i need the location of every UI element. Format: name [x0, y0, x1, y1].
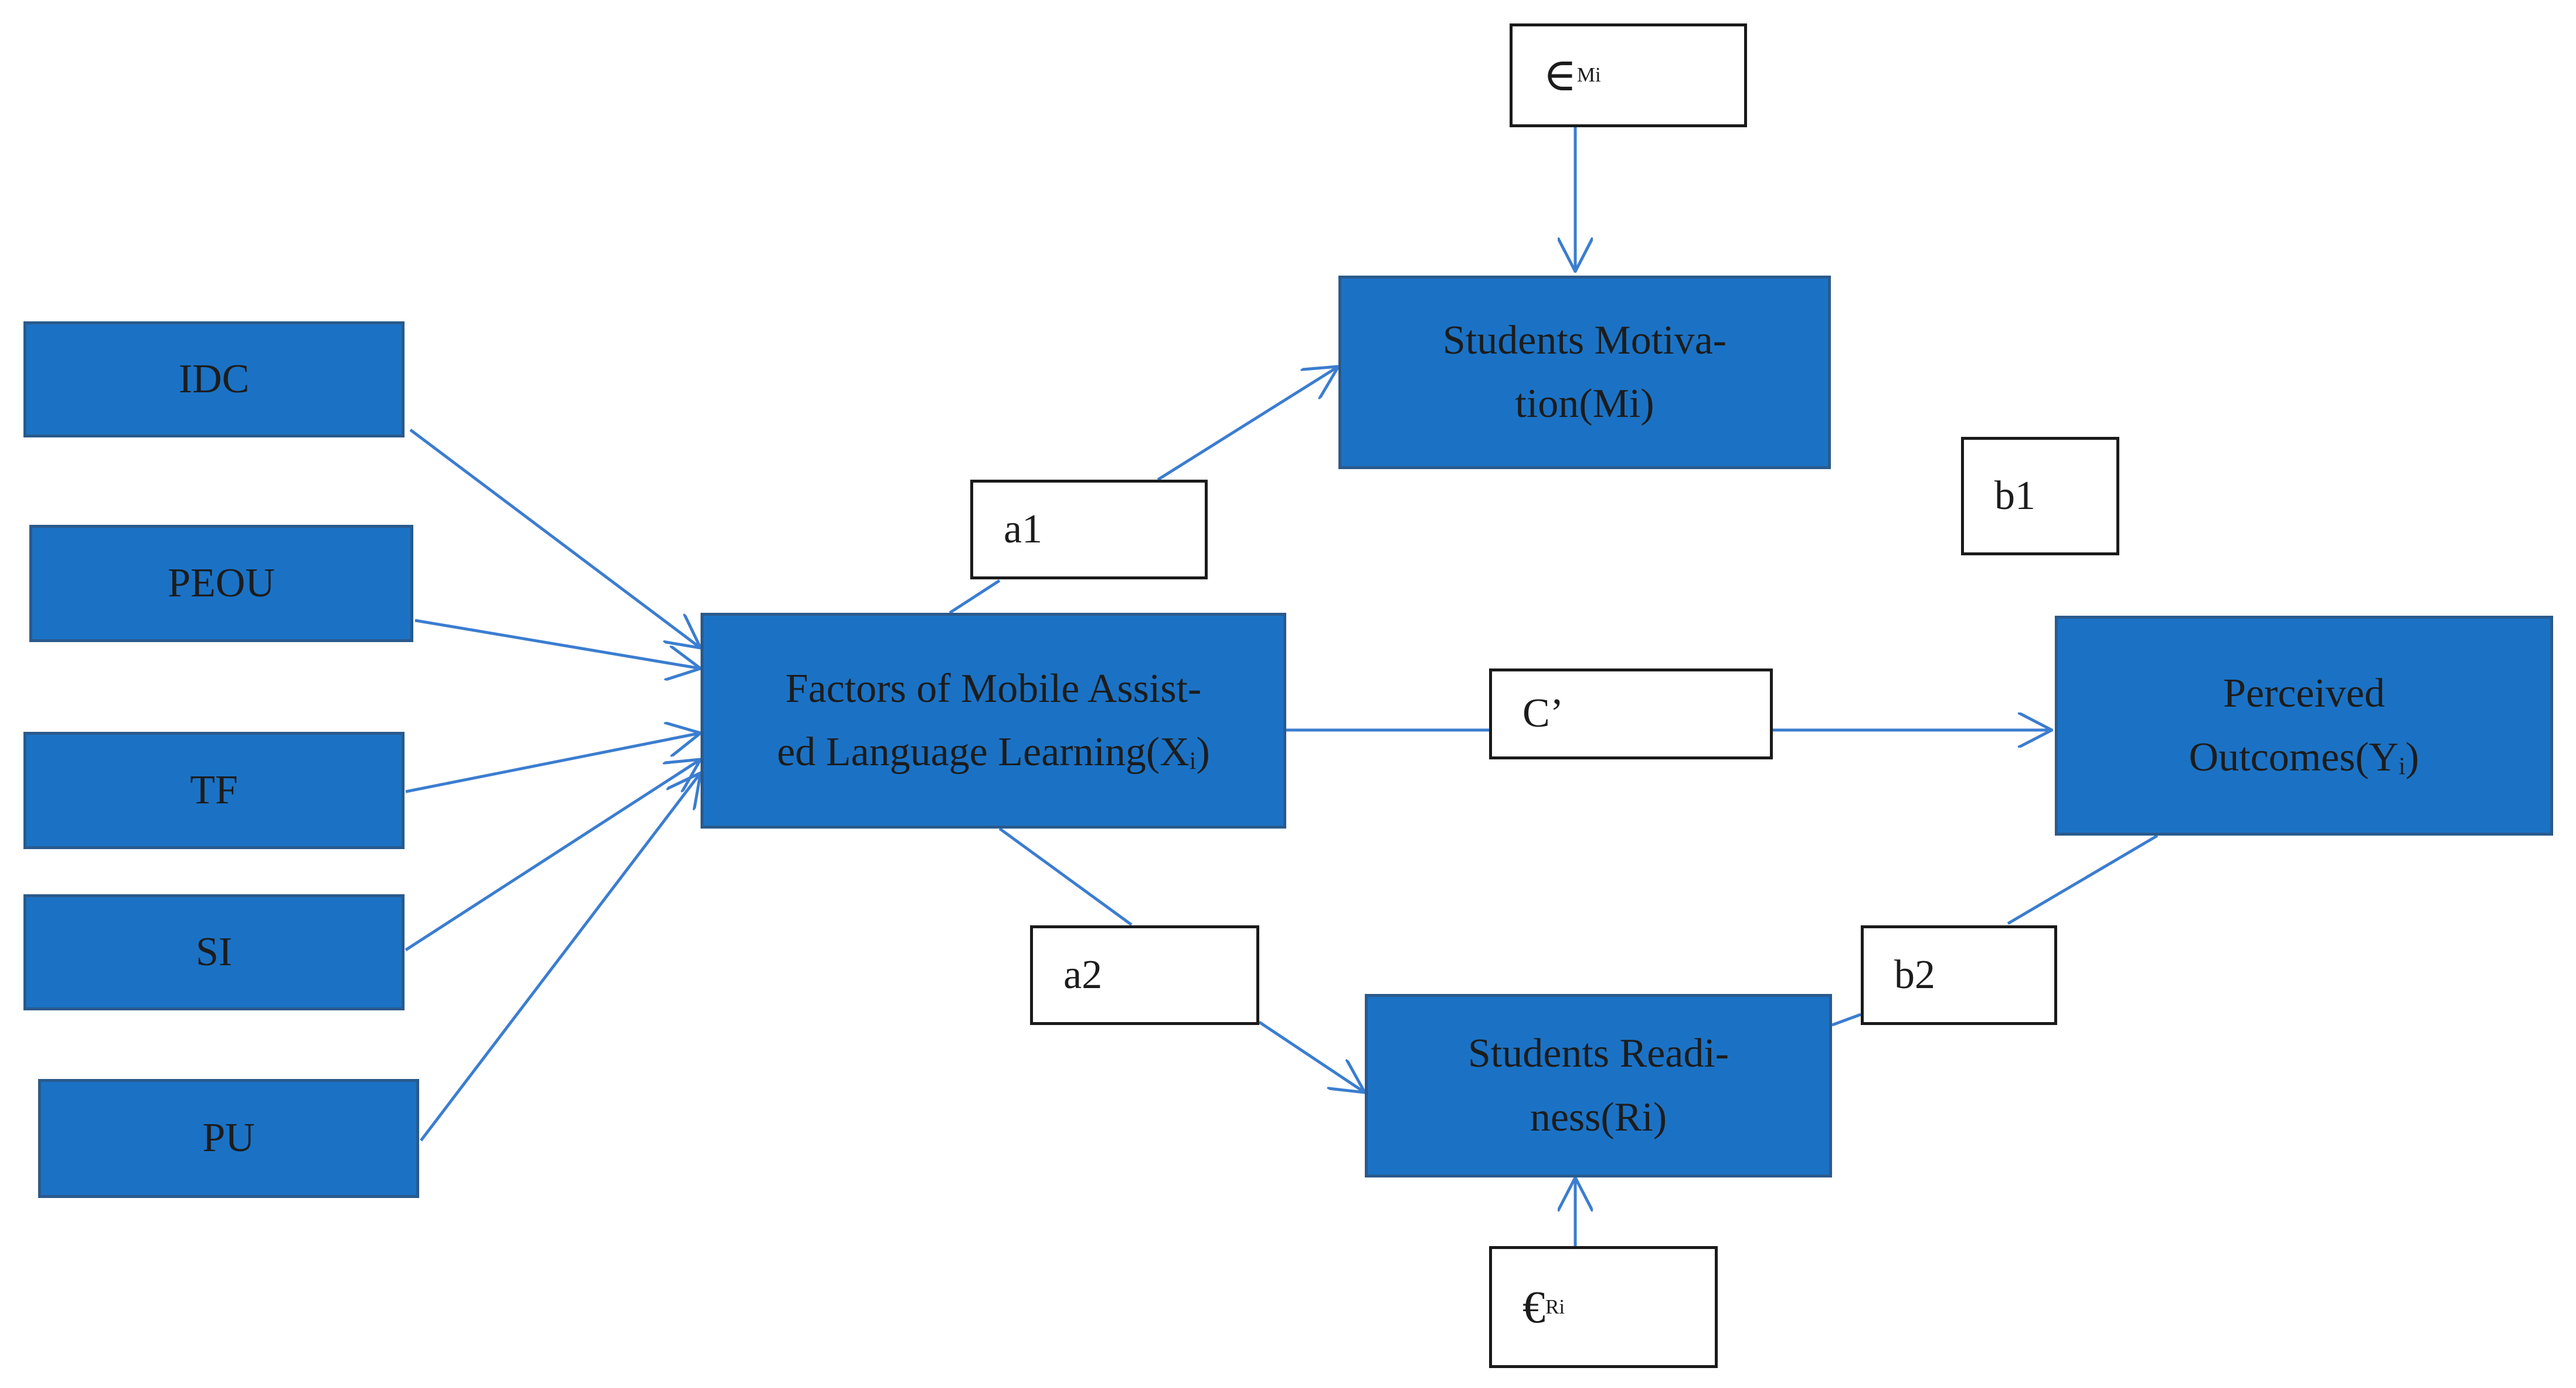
students-motivation-line1: Students Motiva-: [1442, 317, 1727, 363]
line-x-to-a2: [998, 827, 1133, 927]
line-r-to-b2: [1831, 1013, 1861, 1027]
error-term-readiness: €Ri: [1489, 1246, 1718, 1368]
perceived-outcomes-line2: Outcomes(Yi): [2188, 734, 2419, 780]
arrow-pu-to-x: [420, 773, 701, 1142]
path-b2-label: b2: [1861, 925, 2057, 1025]
students-readiness-line2: ness(Ri): [1530, 1094, 1667, 1140]
arrow-a1-to-m: [1157, 366, 1338, 481]
factor-peou-label: PEOU: [168, 560, 275, 606]
factor-tf-label: TF: [190, 767, 238, 813]
path-b1-label: b1: [1961, 437, 2119, 555]
students-motivation-box: Students Motiva- tion(Mi): [1338, 276, 1831, 469]
factor-idc-box: IDC: [23, 321, 405, 437]
factor-pu-label: PU: [202, 1115, 255, 1161]
factors-malL-box: Factors of Mobile Assist- ed Language Le…: [701, 613, 1286, 829]
arrow-tf-to-x: [405, 733, 701, 793]
factor-pu-box: PU: [38, 1079, 419, 1198]
factors-malL-line1: Factors of Mobile Assist-: [785, 666, 1202, 711]
arrow-a2-to-r: [1258, 1020, 1365, 1092]
factor-tf-box: TF: [23, 732, 405, 849]
error-term-motivation: ∈Mi: [1510, 23, 1747, 127]
factor-si-box: SI: [23, 894, 405, 1010]
students-readiness-line1: Students Readi-: [1467, 1031, 1729, 1076]
arrow-peou-to-x: [414, 619, 701, 668]
students-readiness-box: Students Readi- ness(Ri): [1365, 994, 1832, 1177]
factor-idc-label: IDC: [178, 356, 250, 402]
line-x-to-a1: [949, 579, 1001, 615]
path-a2-label: a2: [1030, 925, 1259, 1025]
students-motivation-line2: tion(Mi): [1515, 381, 1654, 426]
arrow-idc-to-x: [409, 429, 701, 648]
path-c-prime-label: C’: [1489, 668, 1773, 759]
arrow-si-to-x: [405, 759, 701, 952]
perceived-outcomes-box: Perceived Outcomes(Yi): [2055, 616, 2553, 836]
path-a1-label: a1: [970, 480, 1208, 579]
line-b2-to-y: [2007, 834, 2159, 925]
factor-peou-box: PEOU: [29, 525, 413, 642]
factors-malL-line2: ed Language Learning(Xi): [777, 729, 1210, 775]
perceived-outcomes-line1: Perceived: [2223, 671, 2385, 716]
factor-si-label: SI: [195, 929, 233, 975]
